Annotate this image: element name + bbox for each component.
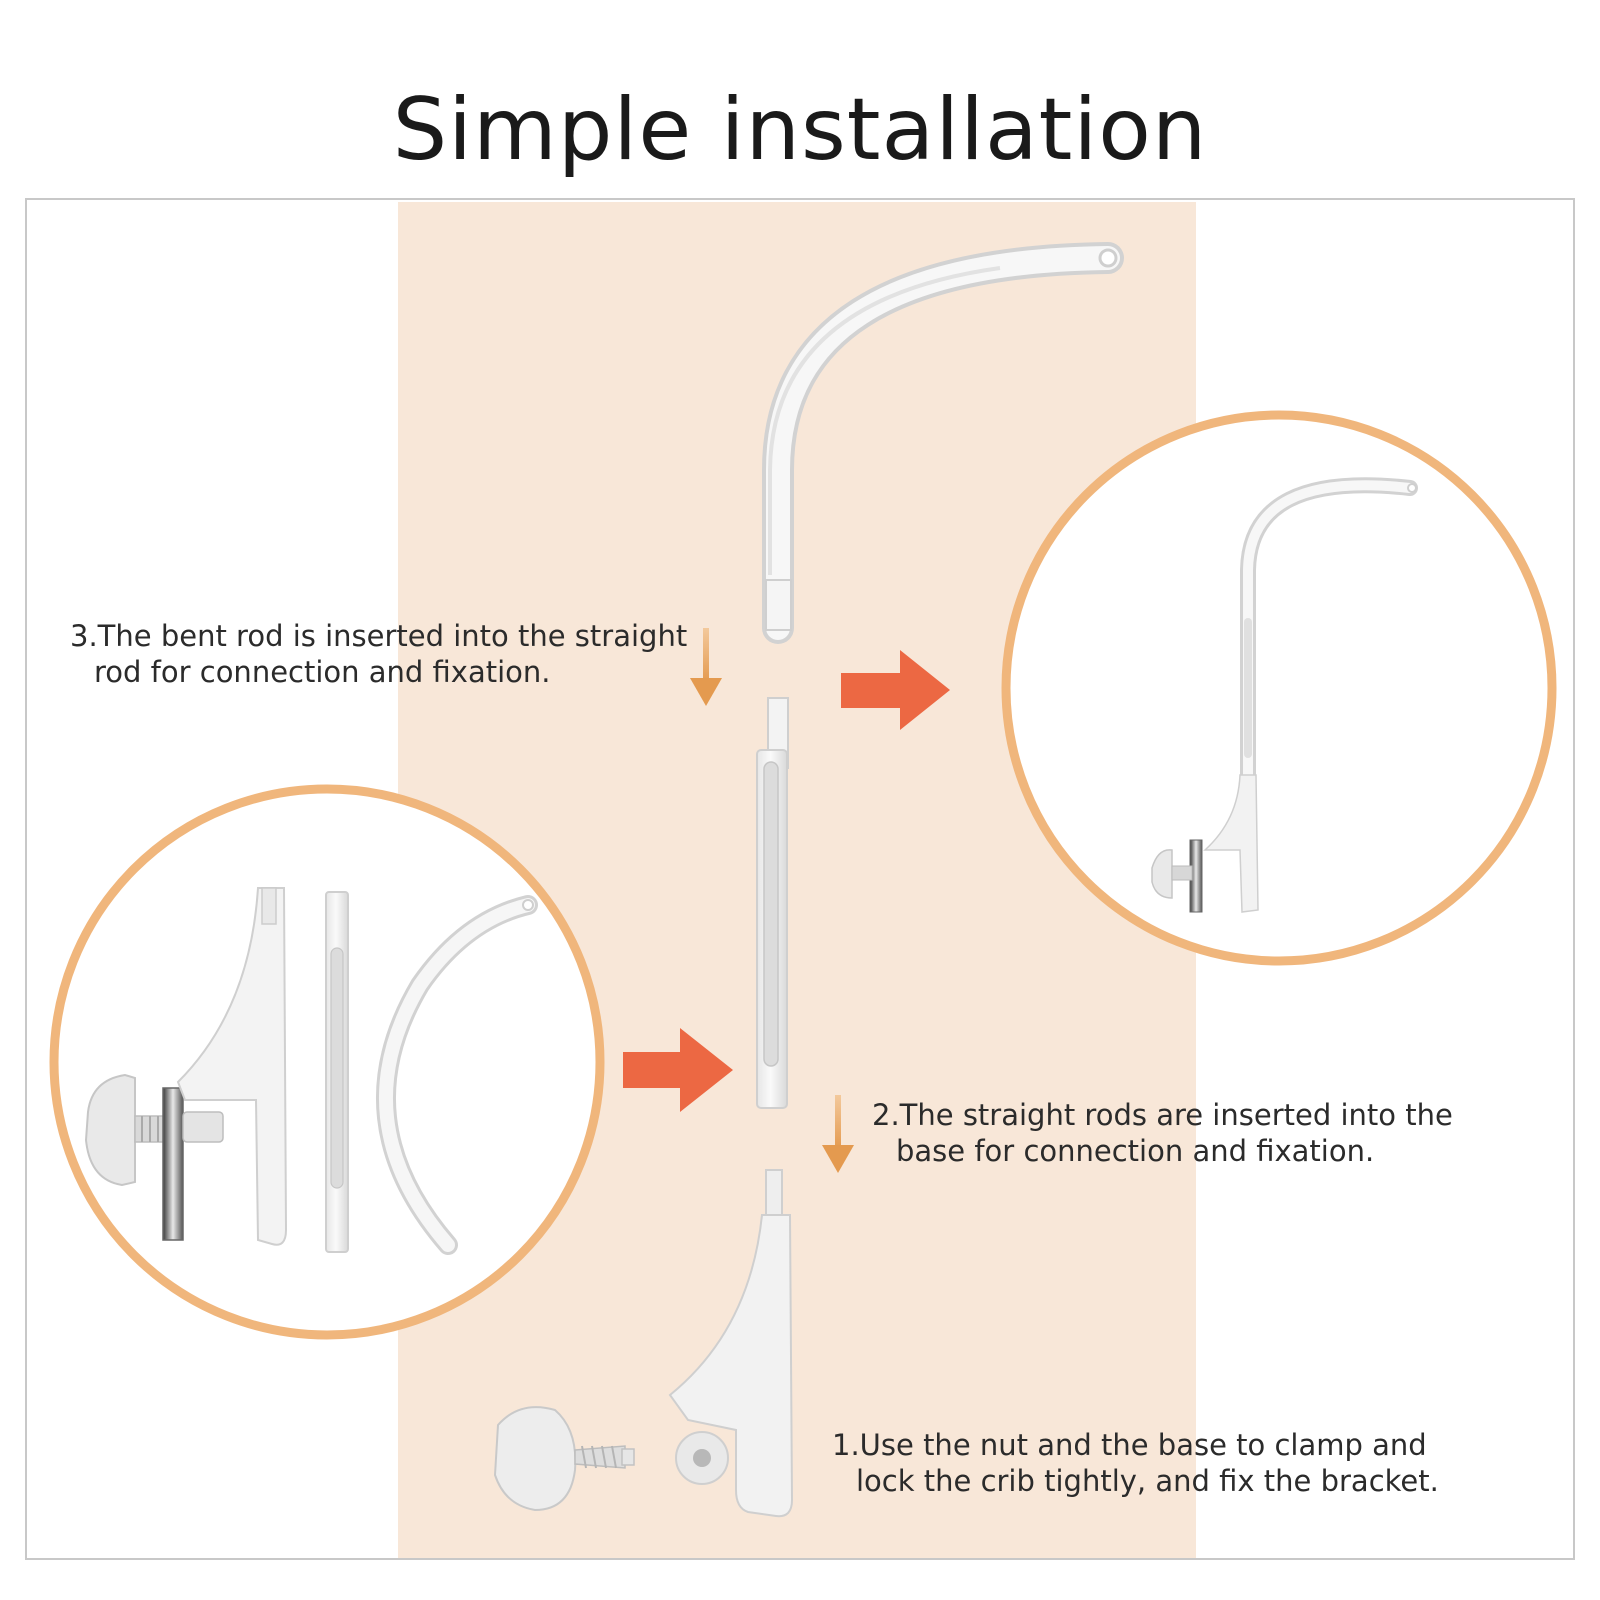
step-3-text: 3.The bent rod is inserted into the stra… xyxy=(70,618,687,690)
step-1-line-2: lock the crib tightly, and fix the brack… xyxy=(856,1464,1439,1498)
step-2-line-2: base for connection and fixation. xyxy=(896,1134,1375,1168)
step-1-line-1: 1.Use the nut and the base to clamp and xyxy=(832,1428,1427,1462)
down-arrow-icon xyxy=(690,628,722,706)
step-2-text: 2.The straight rods are inserted into th… xyxy=(872,1097,1453,1169)
step-3-line-1: 3.The bent rod is inserted into the stra… xyxy=(70,619,688,653)
bent-rod-part xyxy=(762,242,1124,644)
assembled-result-circle xyxy=(1001,410,1557,966)
right-arrow-icon xyxy=(623,1028,733,1112)
base-bracket-part xyxy=(668,1169,794,1518)
step-2-line-1: 2.The straight rods are inserted into th… xyxy=(872,1098,1453,1132)
nut-screw-part xyxy=(493,1406,635,1512)
straight-rod-part xyxy=(756,697,789,1109)
parts-overview-circle xyxy=(49,784,605,1340)
step-3-line-2: rod for connection and fixation. xyxy=(94,655,551,689)
step-1-text: 1.Use the nut and the base to clamp and … xyxy=(832,1427,1439,1499)
right-arrow-icon xyxy=(841,650,950,730)
down-arrow-icon xyxy=(822,1095,854,1173)
page-title: Simple installation xyxy=(392,80,1208,180)
